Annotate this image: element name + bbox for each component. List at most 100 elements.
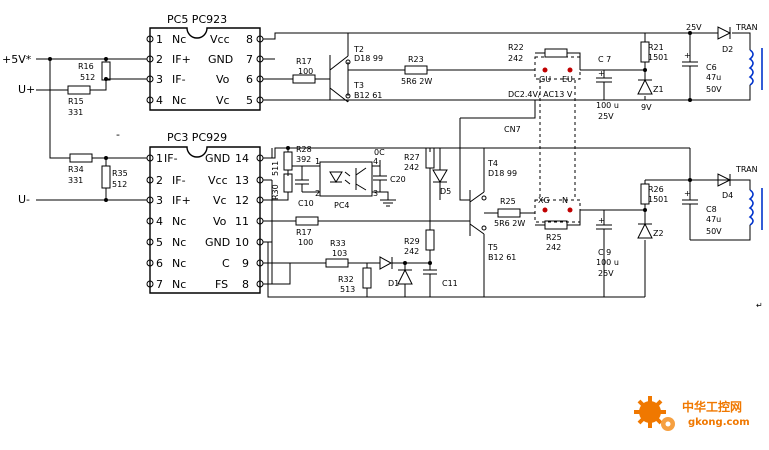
r26-ref: R26: [648, 185, 664, 194]
r34-ref: R34: [68, 165, 84, 174]
label-plus5v: +5V*: [2, 53, 32, 66]
label-dash: -: [116, 128, 120, 141]
pc3-pin1-num: 1: [156, 152, 163, 165]
d4-ref: D4: [722, 191, 733, 200]
t5-val: B12 61: [488, 253, 516, 262]
ic-pc5-left-pins: 1 Nc 2 IF+ 3 IF- 4 Nc: [146, 33, 191, 107]
pc3-pin10-name: GND: [205, 236, 230, 249]
pc3-pin1-name: IF-: [164, 152, 178, 165]
pc4-pin3: 3: [373, 189, 378, 198]
pc3-pin13-name: Vcc: [208, 174, 228, 187]
watermark: 中华工控网 gkong.com: [634, 396, 750, 431]
label-gu: GU: [539, 75, 551, 84]
cn7-ref: CN7: [504, 125, 521, 134]
r29-ref: R29: [404, 237, 420, 246]
r28-ref: R28: [296, 145, 312, 154]
watermark-cn: 中华工控网: [682, 399, 742, 414]
watermark-url: gkong.com: [688, 417, 750, 428]
tran2-ref: TRAN: [735, 165, 758, 174]
r30-val: 511: [271, 161, 280, 176]
r17a-val: 100: [298, 67, 313, 76]
r25a-val: 5R6 2W: [494, 219, 525, 228]
c6-ref: C6: [706, 63, 717, 72]
t4-val: D18 99: [488, 169, 517, 178]
t2-ref: T2: [353, 45, 364, 54]
r21-ref: R21: [648, 43, 664, 52]
c7-val: 100 u: [596, 101, 619, 110]
r23-ref: R23: [408, 55, 424, 64]
ic-pc5-right-pins: Vcc 8 GND 7 Vo 6 Vc 5: [208, 33, 264, 107]
r34-val: 331: [68, 176, 83, 185]
pc3-pin6-num: 6: [156, 257, 163, 270]
pc3-pin11-name: Vo: [213, 215, 227, 228]
pc4-pin1: 1: [315, 157, 320, 166]
r33-val: 103: [332, 249, 347, 258]
pc5-pin8-name: Vcc: [210, 33, 230, 46]
c9-ref: C 9: [598, 248, 611, 257]
top-driver: R17 100 T2 D18 99 T3 B12 61 R23 5R6 2W R…: [263, 23, 763, 121]
tran1-ref: TRAN: [735, 23, 758, 32]
c9-volt: 25V: [598, 269, 614, 278]
pc5-pin5-name: Vc: [216, 94, 230, 107]
c10-ref: C10: [298, 199, 314, 208]
r28-val: 392: [296, 155, 311, 164]
c8-plus: +: [684, 189, 691, 198]
z1-ref: Z1: [653, 85, 664, 94]
t2-val: D18 99: [354, 54, 383, 63]
r15-val: 331: [68, 108, 83, 117]
gear-logo-icon: [634, 396, 675, 431]
pc3-pin2-num: 2: [156, 174, 163, 187]
r16-ref: R16: [78, 62, 94, 71]
pc5-pin2-num: 2: [156, 53, 163, 66]
r32-val: 513: [340, 285, 355, 294]
c7-volt: 25V: [598, 112, 614, 121]
c9-val: 100 u: [596, 258, 619, 267]
pc3-pin3-num: 3: [156, 194, 163, 207]
r29-val: 242: [404, 247, 419, 256]
t3-ref: T3: [353, 81, 364, 90]
pc3-pin9-num: 9: [242, 257, 249, 270]
bottom-driver: CN7 R28 392 R30 511 C10 1 2 3 4 PC4 0C: [263, 80, 763, 298]
t5-ref: T5: [487, 243, 498, 252]
pc3-pin14-num: 14: [235, 152, 249, 165]
pc4-ref: PC4: [334, 201, 350, 210]
c8-ref: C8: [706, 205, 717, 214]
pc4-pin4: 4: [373, 157, 378, 166]
pc5-pin4-name: Nc: [172, 94, 186, 107]
c9-plus: +: [598, 216, 605, 225]
z2-ref: Z2: [653, 229, 664, 238]
t4-ref: T4: [487, 159, 498, 168]
r17b-val: 100: [298, 238, 313, 247]
pc5-pin6-num: 6: [246, 73, 253, 86]
label-u-plus: U+: [18, 83, 35, 96]
c6-volt: 50V: [706, 85, 722, 94]
r16-val: 512: [80, 73, 95, 82]
pc5-pin6-name: Vo: [216, 73, 230, 86]
input-network: +5V* U+ U- - R16 512 R15 331 R34 331 R35…: [2, 53, 147, 206]
pc3-pin5-name: Nc: [172, 236, 186, 249]
pc3-pin8-name: FS: [215, 278, 228, 291]
pc5-pin8-num: 8: [246, 33, 253, 46]
pc3-pin6-name: Nc: [172, 257, 186, 270]
ic-pc3: PC3 PC929 1 IF- 2 IF- 3 IF+ 4 Nc 5 Nc 6 …: [146, 131, 264, 294]
c8-val: 47u: [706, 215, 721, 224]
r25b-val: 242: [546, 243, 561, 252]
d5-ref: D5: [440, 187, 451, 196]
pc5-pin2-name: IF+: [172, 53, 191, 66]
pc5-pin7-num: 7: [246, 53, 253, 66]
pc5-pin3-num: 3: [156, 73, 163, 86]
ic-pc3-left-pins: 1 IF- 2 IF- 3 IF+ 4 Nc 5 Nc 6 Nc 7 Nc: [146, 152, 191, 291]
c6-val: 47u: [706, 73, 721, 82]
pc3-pin12-num: 12: [235, 194, 249, 207]
pc5-pin1-name: Nc: [172, 33, 186, 46]
r33-ref: R33: [330, 239, 346, 248]
r17b-ref: R17: [296, 228, 312, 237]
return-mark: ↵: [756, 301, 763, 310]
c6-top: 25V: [686, 23, 702, 32]
ic-pc3-title: PC3 PC929: [167, 131, 227, 144]
r35-val: 512: [112, 180, 127, 189]
pc3-pin12-name: Vc: [213, 194, 227, 207]
d1-ref: D1: [388, 279, 399, 288]
